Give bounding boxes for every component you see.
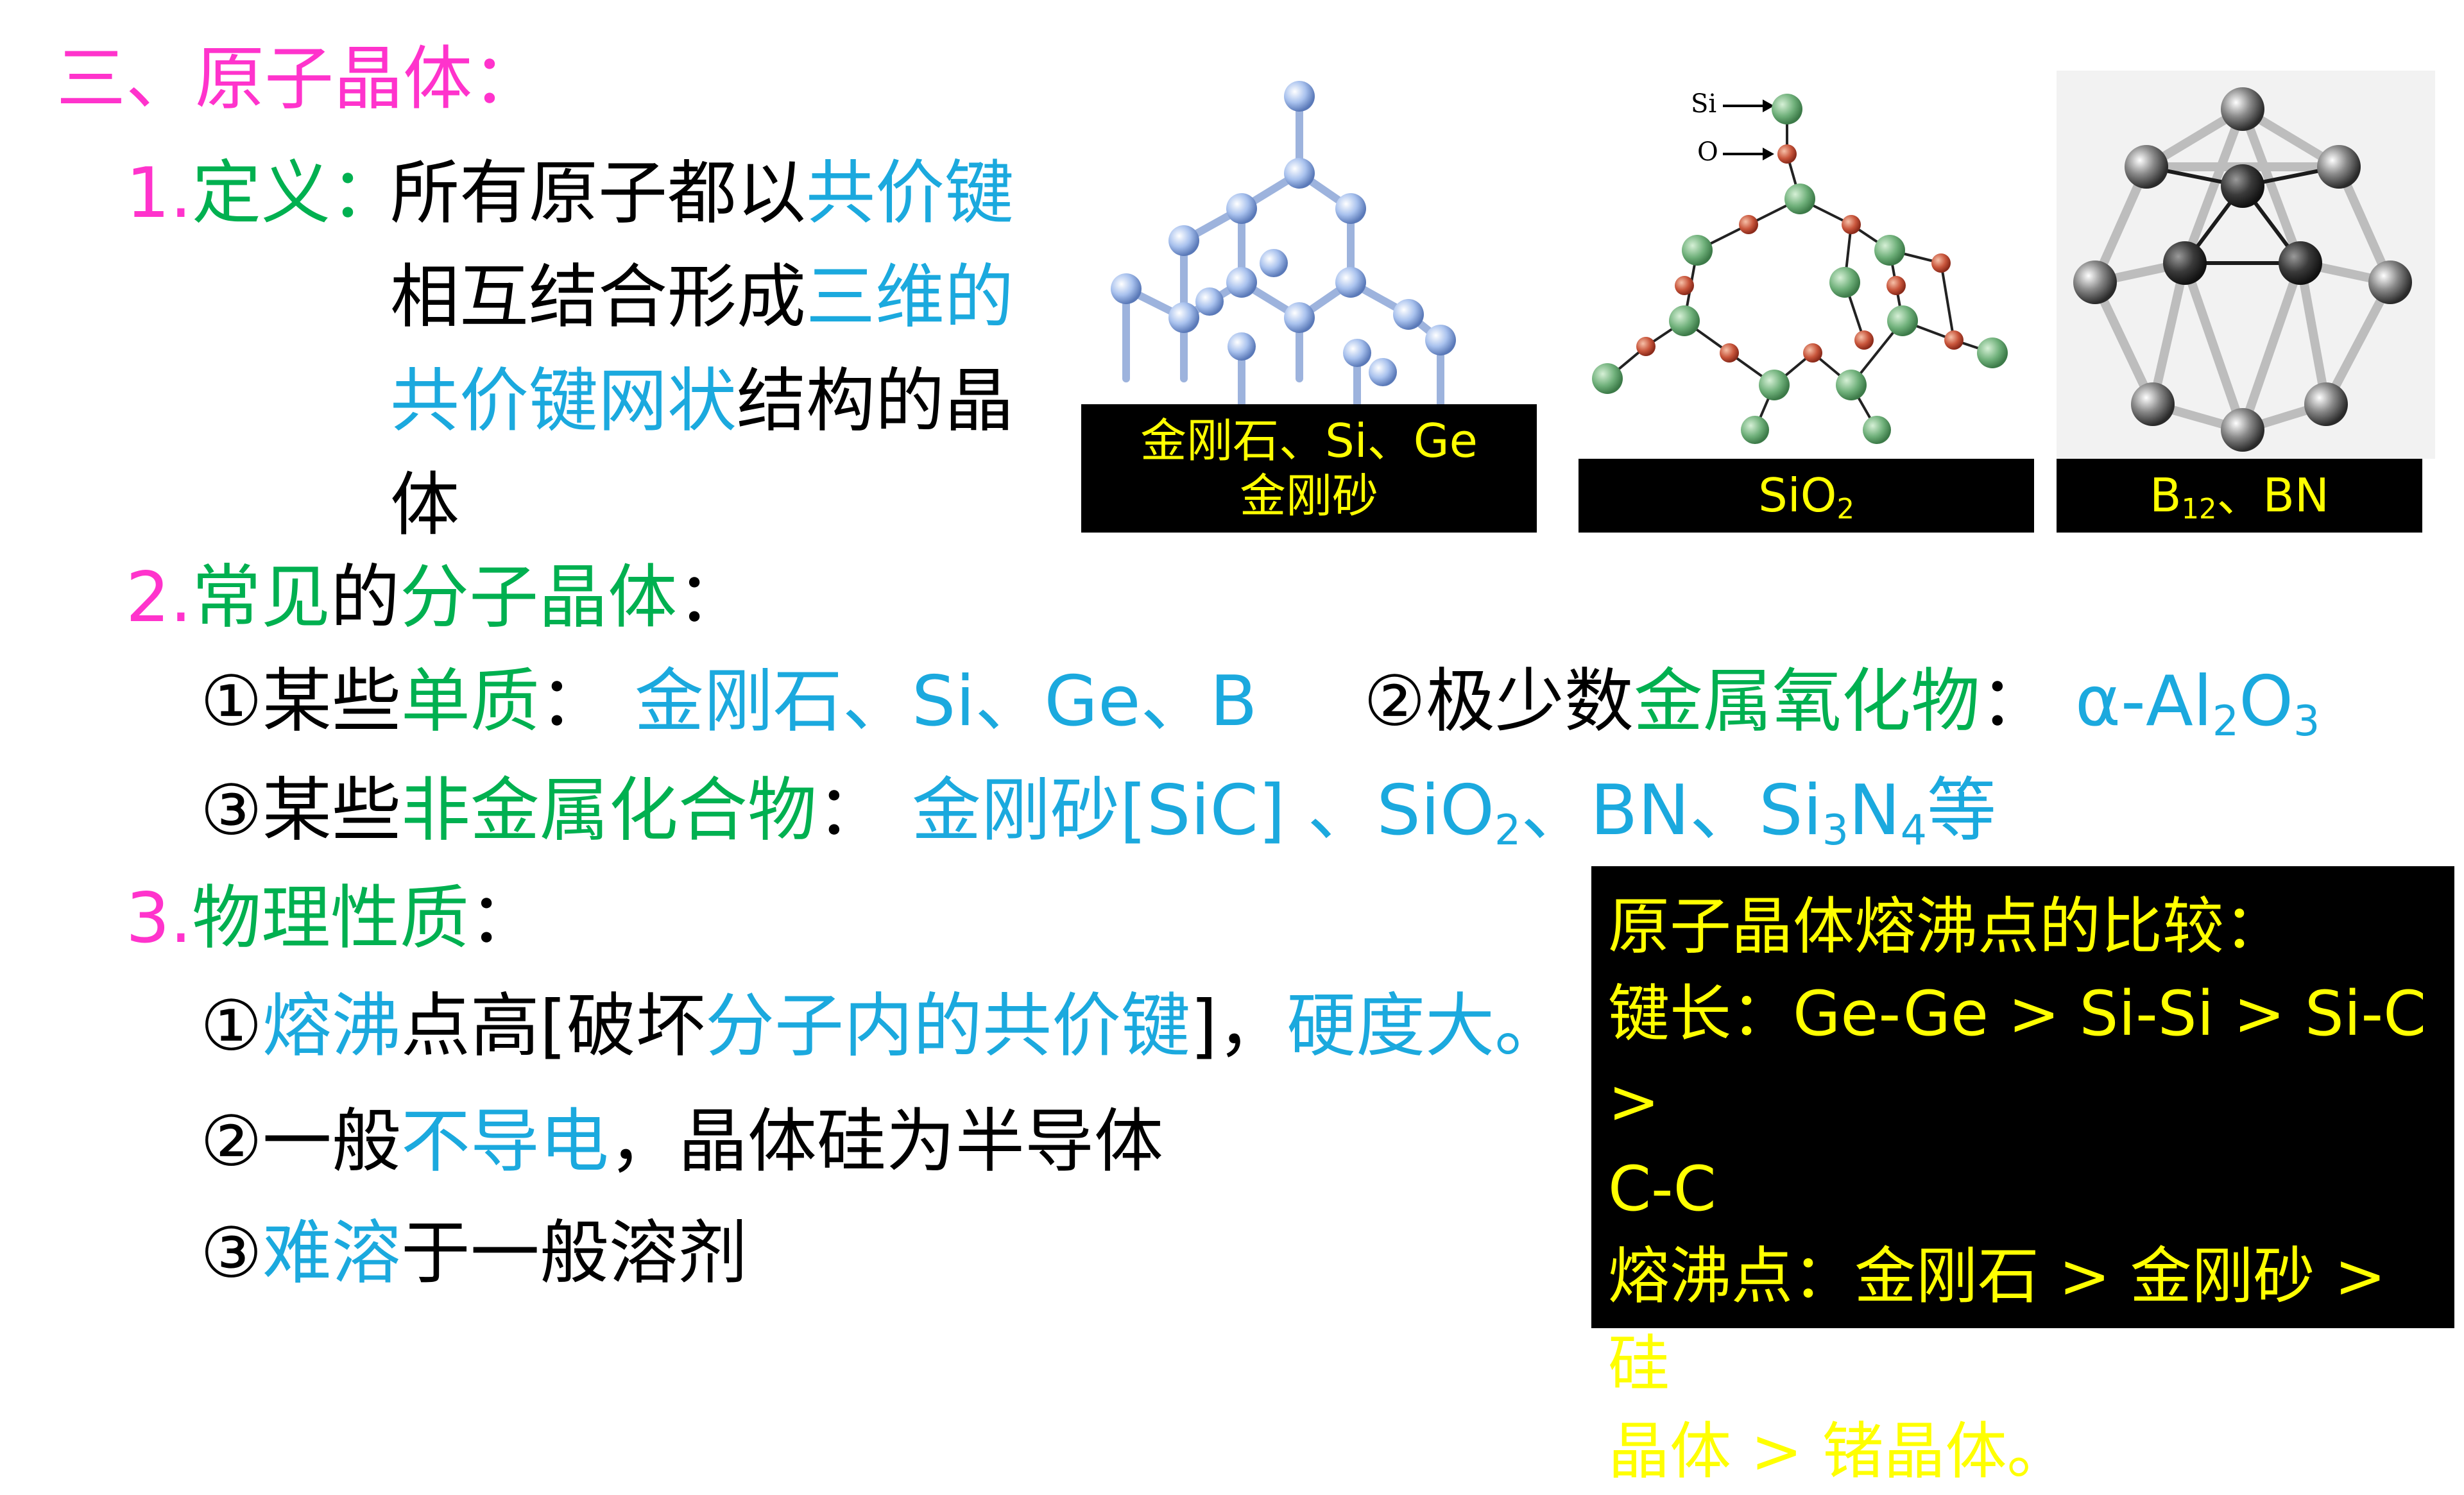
definition-line-2: 相互结合形成三维的 xyxy=(390,263,1014,332)
diamond-lattice-diagram xyxy=(1111,81,1456,404)
b12-caption-text: B12、BN xyxy=(2150,468,2329,526)
diamond-caption-line-2: 金刚砂 xyxy=(1239,469,1378,523)
definition-keyword: 三维的 xyxy=(806,257,1014,337)
physical-item-3: ③难溶于一般溶剂 xyxy=(200,1219,748,1288)
page-title: 三、原子晶体： xyxy=(56,39,542,119)
common-item-1: ①某些单质：金刚石、Si、Ge、B xyxy=(200,667,1258,737)
p3-keyword: 难溶 xyxy=(262,1213,401,1294)
definition-text: 所有原子都以 xyxy=(390,153,807,234)
b12-structure-figure xyxy=(2057,71,2435,459)
p1-text-2: ]， xyxy=(1190,986,1287,1066)
diamond-structure-figure xyxy=(1081,71,1537,404)
p1-keyword: 熔沸 xyxy=(262,986,401,1066)
diamond-caption-line-1: 金刚石、Si、Ge xyxy=(1140,413,1478,468)
sio2-structure-figure: Si O xyxy=(1582,71,2034,459)
physical-label: 物理性质 xyxy=(192,878,470,959)
sio2-si-label: Si xyxy=(1691,89,1716,119)
definition-line-4: 体 xyxy=(390,465,460,545)
common-item-2: ②极少数金属氧化物：α-Al2O3 xyxy=(1364,667,2320,743)
physical-colon: ： xyxy=(469,878,539,959)
p1-marker: ① xyxy=(200,986,262,1066)
definition-keyword: 共价键 xyxy=(806,153,1014,234)
comparison-bond-length: 键长：Ge-Ge > Si-Si > Si-C > xyxy=(1608,978,2427,1138)
p2-keyword: 不导电 xyxy=(400,1102,609,1182)
item1-prefix: ①某些 xyxy=(200,662,401,742)
definition-number: 1. xyxy=(126,153,193,234)
definition-label: 1.定义： xyxy=(126,159,400,228)
definition-title: 定义： xyxy=(192,153,400,234)
b12-caption: B12、BN xyxy=(2057,459,2422,533)
definition-line-3: 共价键网状结构的晶 xyxy=(390,367,1014,436)
item3-values: 金刚砂[SiC] 、SiO2、BN、Si3N4等 xyxy=(911,771,1996,855)
icosahedron-diagram xyxy=(2057,71,2435,459)
definition-line-1: 所有原子都以共价键 xyxy=(390,159,1014,228)
item3-key: 非金属化合物 xyxy=(400,771,817,851)
item3-prefix: ③某些 xyxy=(200,771,401,851)
common-label: 常见 xyxy=(192,558,331,638)
physical-heading: 3.物理性质： xyxy=(126,884,538,953)
p1-keyword-3: 硬度大。 xyxy=(1287,986,1564,1066)
sio2-caption: SiO2 xyxy=(1579,459,2034,533)
common-crystals-heading: 2.常见的分子晶体： xyxy=(126,563,746,633)
comparison-melting-point: 熔沸点：金刚石 > 金刚砂 > 硅 xyxy=(1608,1240,2386,1400)
common-label-keyword: 分子晶体 xyxy=(400,558,678,638)
comparison-title: 原子晶体熔沸点的比较： xyxy=(1608,891,2286,962)
melting-point-comparison-box: 原子晶体熔沸点的比较： 键长：Ge-Ge > Si-Si > Si-C > C-… xyxy=(1591,866,2454,1487)
item2-value: α-Al2O3 xyxy=(2075,662,2320,746)
definition-keyword: 共价键网状 xyxy=(390,361,737,441)
item2-colon: ： xyxy=(1980,662,2049,742)
item1-values: 金刚石、Si、Ge、B xyxy=(634,662,1258,742)
item1-colon: ： xyxy=(539,662,609,742)
sio2-o-label: O xyxy=(1697,137,1718,167)
diamond-caption: 金刚石、Si、Ge 金刚砂 xyxy=(1081,404,1537,533)
sio2-network-diagram: Si O xyxy=(1592,89,2008,444)
item3-colon: ： xyxy=(816,771,886,851)
item2-key: 金属氧化物 xyxy=(1633,662,1980,742)
physical-item-2: ②一般不导电，晶体硅为半导体 xyxy=(200,1107,1163,1177)
sio2-caption-text: SiO2 xyxy=(1758,468,1854,526)
physical-number: 3. xyxy=(126,878,193,959)
p3-text: 于一般溶剂 xyxy=(400,1213,748,1294)
definition-text: 结构的晶 xyxy=(737,361,1014,441)
p3-marker: ③ xyxy=(200,1213,262,1294)
common-colon: ： xyxy=(677,558,747,638)
p2-text: ②一般 xyxy=(200,1102,401,1182)
common-item-3: ③某些非金属化合物：金刚砂[SiC] 、SiO2、BN、Si3N4等 xyxy=(200,776,1996,852)
comparison-melting-point-cont: 晶体 > 锗晶体。 xyxy=(1608,1415,2069,1487)
item1-key: 单质 xyxy=(400,662,540,742)
definition-text: 相互结合形成 xyxy=(390,257,807,337)
p1-text: 点高[破坏 xyxy=(400,986,705,1066)
p2-text-2: ，晶体硅为半导体 xyxy=(608,1102,1163,1182)
item2-prefix: ②极少数 xyxy=(1364,662,1634,742)
common-number: 2. xyxy=(126,558,193,638)
comparison-bond-length-cont: C-C xyxy=(1608,1152,1716,1225)
physical-item-1: ①熔沸点高[破坏分子内的共价键]，硬度大。 xyxy=(200,992,1564,1061)
common-label-connector: 的 xyxy=(330,558,400,638)
p1-keyword-2: 分子内的共价键 xyxy=(705,986,1190,1066)
